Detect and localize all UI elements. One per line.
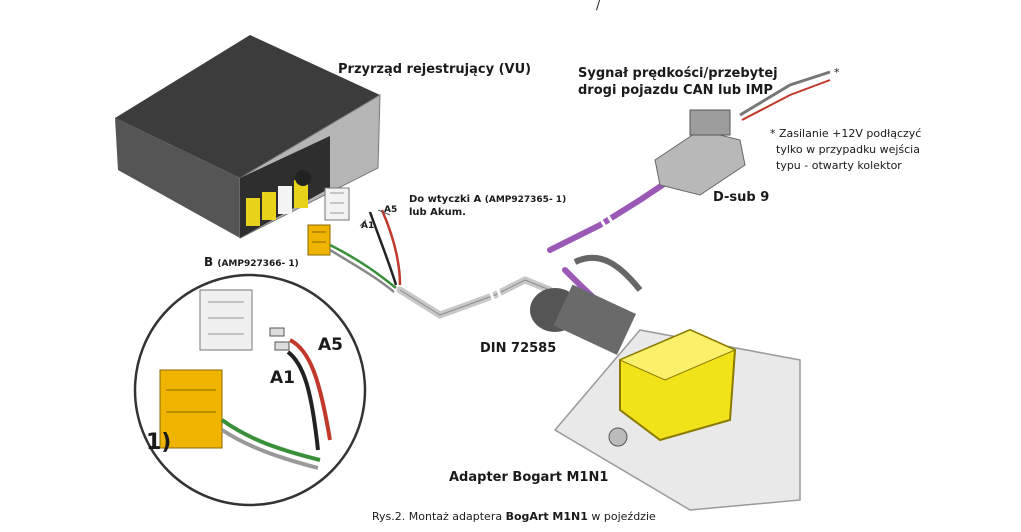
din-label: DIN 72585 [480,341,557,356]
pin-a1-small: A1 [361,221,375,231]
note-line2: tylko w przypadku wejścia [776,143,920,156]
cable-gray [396,276,554,319]
adapter-label: Adapter Bogart M1N1 [449,470,609,485]
caption-prefix: Rys.2. Montaż adaptera [372,510,506,523]
recorder-unit [115,35,381,239]
connector-b-letter: B [204,255,214,269]
signal-label-line2: drogi pojazdu CAN lub IMP [578,83,773,98]
asterisk-mark: * [834,66,840,79]
plug-a-code: (AMP927365- 1) [484,195,567,205]
plug-a-line1: Do wtyczki A [409,194,482,205]
wire-red [380,209,402,286]
note-line1: * Zasilanie +12V podłączyć [770,127,922,140]
cable-purple [547,177,673,253]
caption-bold: BogArt M1N1 [505,510,588,523]
top-mark: / [596,0,601,12]
leader-a5 [377,209,391,216]
wire-gray [329,248,395,293]
pin-a5-small: A5 [384,205,398,215]
plug-a-label: Do wtyczki A (AMP927365- 1) [409,194,566,205]
pin-a5-large: A5 [318,335,343,355]
din-connector [530,254,643,355]
wire-black [368,211,398,286]
leader-a1 [359,219,367,227]
cable-gray-outline [399,279,551,316]
connector-b-label: B (AMP927366- 1) [204,255,299,269]
recorder-label: Przyrząd rejestrujący (VU) [338,62,532,77]
note-line3: typu - otwarty kolektor [776,159,902,172]
wire-green [329,243,397,289]
plug-a-line2: lub Akum. [409,207,466,218]
caption-suffix: w pojeździe [587,510,656,523]
adapter-body [608,328,737,447]
connector-a-white [324,187,350,221]
figure-caption: Rys.2. Montaż adaptera BogArt M1N1 w poj… [372,510,656,523]
dsub9-connector [654,70,831,196]
signal-label-line1: Sygnał prędkości/przebytej [578,66,778,81]
connector-b-yellow [307,224,331,256]
dsub-label: D-sub 9 [713,190,770,205]
connector-b-code: (AMP927366- 1) [217,259,299,269]
detail-circle [133,273,367,507]
circle-mark: 1) [146,430,172,455]
pin-a1-large: A1 [270,368,295,388]
